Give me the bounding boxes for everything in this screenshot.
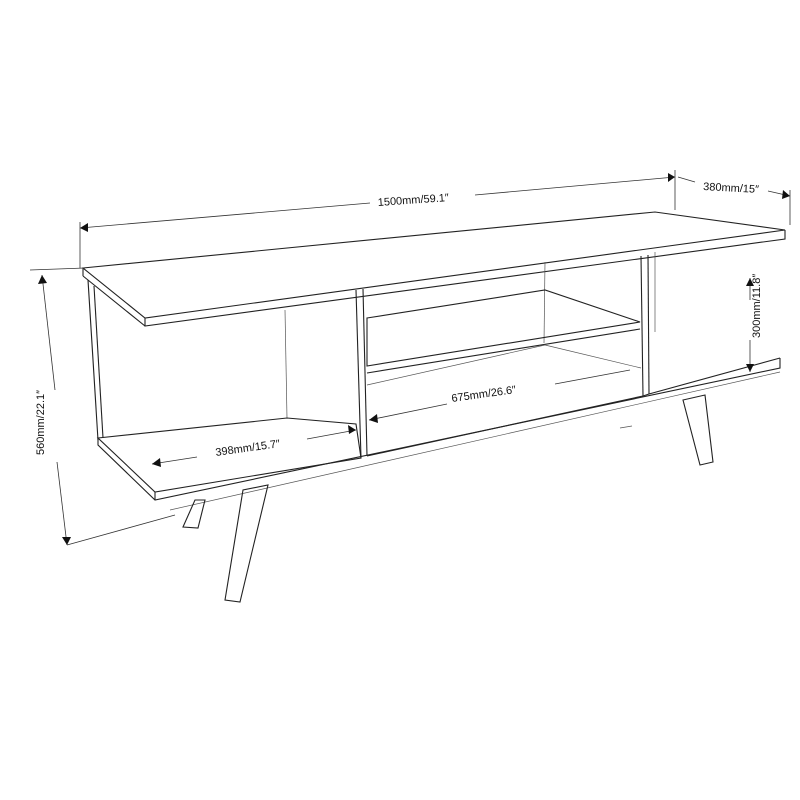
top-panel (81, 211, 786, 319)
leg-back-left (182, 499, 206, 529)
left-width-label: 398mm/15.7″ (215, 438, 281, 459)
shelf-height-label: 300mm/11.8″ (751, 274, 763, 338)
tv-stand-outline (81, 211, 786, 603)
width-label: 1500mm/59.1″ (377, 192, 449, 209)
right-divider (640, 255, 644, 397)
bottom-panel-left (96, 417, 362, 493)
depth-label: 380mm/15″ (703, 181, 760, 196)
dimension-lines (29, 170, 791, 546)
center-width-label: 675mm/26.6″ (451, 384, 517, 405)
height-label: 560mm/22.1″ (35, 390, 47, 455)
middle-shelf (366, 289, 641, 367)
center-divider (355, 289, 362, 459)
left-side-panel (87, 279, 99, 441)
leg-front-left (224, 484, 269, 603)
leg-front-right (682, 394, 714, 466)
